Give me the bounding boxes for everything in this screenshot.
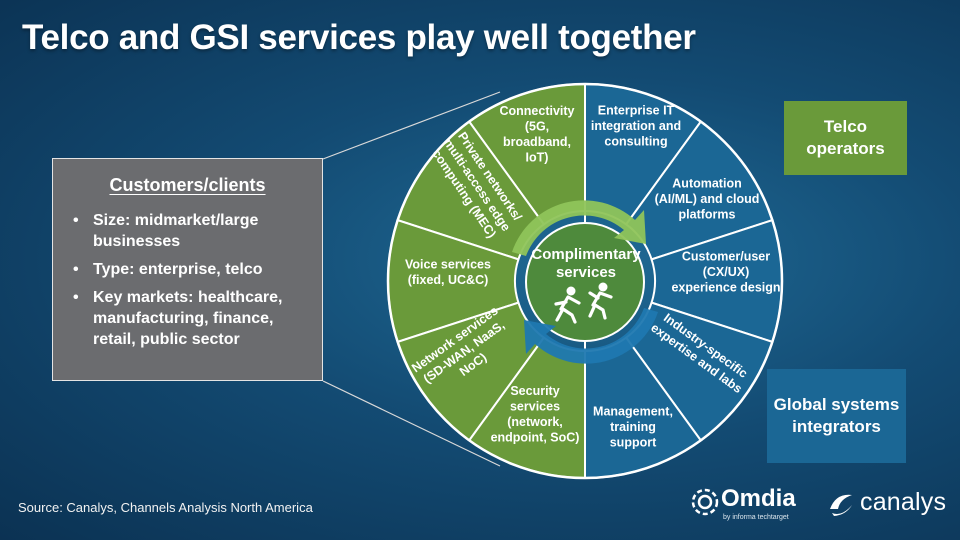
wheel-outer-ring (386, 82, 784, 480)
omdia-subtext: by informa techtarget (723, 514, 789, 521)
omdia-wordmark: Omdia (721, 485, 796, 512)
customers-heading: Customers/clients (109, 175, 266, 195)
gsi-segment-label: Customer/user(CX/UX)experience design (671, 250, 780, 295)
canalys-logo: canalys (826, 485, 946, 521)
bullet-icon: • (73, 261, 79, 278)
customers-item-type: • Type: enterprise, telco (71, 259, 308, 280)
telco-segment-label: Voice services(fixed, UC&C) (405, 257, 491, 287)
connector-line-top (322, 91, 501, 160)
omdia-logo: Omdia by informa techtarget (690, 485, 820, 525)
center-hub: Complimentary services (512, 200, 658, 364)
connector-line-bottom (322, 380, 501, 467)
cycle-arrow-green (512, 200, 646, 256)
customers-item-text: Size: midmarket/large businesses (93, 212, 259, 250)
bullet-icon: • (73, 212, 79, 229)
source-note: Source: Canalys, Channels Analysis North… (18, 500, 313, 515)
center-circle (525, 222, 645, 342)
customers-item-markets: • Key markets: healthcare, manufacturing,… (71, 287, 308, 350)
running-people-icon (554, 282, 613, 324)
canalys-mark-icon (830, 494, 852, 516)
customers-item-size: • Size: midmarket/large businesses (71, 210, 308, 252)
telco-segment-label: Connectivity(5G,broadband,IoT) (499, 104, 574, 165)
legend-telco-operators: Telco operators (784, 101, 907, 175)
center-label-line1: Complimentary (531, 246, 641, 263)
customers-item-text: Type: enterprise, telco (93, 261, 263, 278)
cycle-arrow-blue (524, 308, 658, 364)
page-title: Telco and GSI services play well togethe… (22, 18, 696, 57)
center-label-line2: services (556, 264, 616, 281)
omdia-mark-icon (691, 488, 719, 516)
bullet-icon: • (73, 289, 79, 306)
canalys-wordmark: canalys (860, 488, 947, 516)
customers-item-text: Key markets: healthcare, manufacturing, … (93, 289, 283, 348)
legend-global-systems-integrators: Global systems integrators (767, 369, 906, 463)
customers-list: • Size: midmarket/large businesses • Type:… (67, 210, 308, 350)
customers-box: Customers/clients • Size: midmarket/large… (52, 158, 323, 381)
